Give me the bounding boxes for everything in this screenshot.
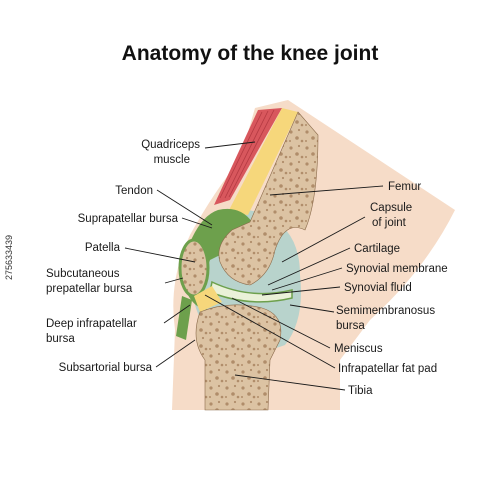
diagram-title: Anatomy of the knee joint — [121, 42, 379, 65]
leader-subcutaneous — [164, 277, 184, 284]
label-deep-2: bursa — [46, 333, 75, 345]
leader-meniscus — [231, 297, 331, 349]
label-subcutaneous-2: prepatellar bursa — [46, 283, 133, 295]
label-cartilage: Cartilage — [354, 243, 400, 255]
leader-subsartorial — [155, 339, 196, 368]
label-femur: Femur — [388, 181, 421, 193]
leader-semimembranosus — [289, 304, 335, 313]
label-capsule-2: of joint — [372, 217, 407, 229]
label-semimembranosus-2: bursa — [336, 320, 365, 332]
muscle-fibers — [219, 109, 275, 199]
label-capsule-1: Capsule — [370, 202, 412, 214]
label-fat-pad: Infrapatellar fat pad — [338, 363, 437, 375]
label-synovial-fluid: Synovial fluid — [344, 282, 412, 294]
label-synovial-membrane: Synovial membrane — [346, 263, 448, 275]
label-suprapatellar: Suprapatellar bursa — [78, 213, 179, 225]
leader-synovial-membrane — [271, 267, 343, 291]
stock-id: 275633439 — [4, 234, 14, 280]
leader-synovial-fluid — [261, 286, 341, 296]
tibia — [195, 304, 282, 411]
label-tendon: Tendon — [115, 185, 153, 197]
leader-femur — [269, 185, 384, 196]
leader-fat-pad — [204, 294, 336, 369]
infrapatellar-tendon — [176, 296, 192, 340]
label-patella: Patella — [85, 242, 121, 254]
label-tibia: Tibia — [348, 385, 373, 397]
patella — [178, 238, 210, 298]
leader-quadriceps — [204, 141, 256, 149]
femur — [218, 111, 319, 286]
quadriceps-tendon — [228, 108, 298, 215]
label-subsartorial: Subsartorial bursa — [59, 362, 153, 374]
joint-cartilage — [209, 280, 293, 303]
leader-suprapatellar — [181, 217, 213, 229]
leader-tibia — [234, 374, 346, 391]
leader-deep — [163, 304, 191, 324]
leader-tendon — [156, 189, 213, 226]
quadriceps-muscle — [214, 108, 282, 205]
leader-capsule — [281, 216, 366, 263]
label-semimembranosus-1: Semimembranosus — [336, 305, 435, 317]
leader-cartilage — [267, 247, 351, 286]
label-meniscus: Meniscus — [334, 343, 383, 355]
leader-patella — [124, 247, 196, 263]
label-deep-1: Deep infrapatellar — [46, 318, 137, 330]
infrapatellar-fat-pad — [194, 286, 222, 312]
label-quadriceps-2: muscle — [154, 154, 190, 166]
label-subcutaneous-1: Subcutaneous — [46, 268, 120, 280]
label-quadriceps-1: Quadriceps — [141, 139, 200, 151]
